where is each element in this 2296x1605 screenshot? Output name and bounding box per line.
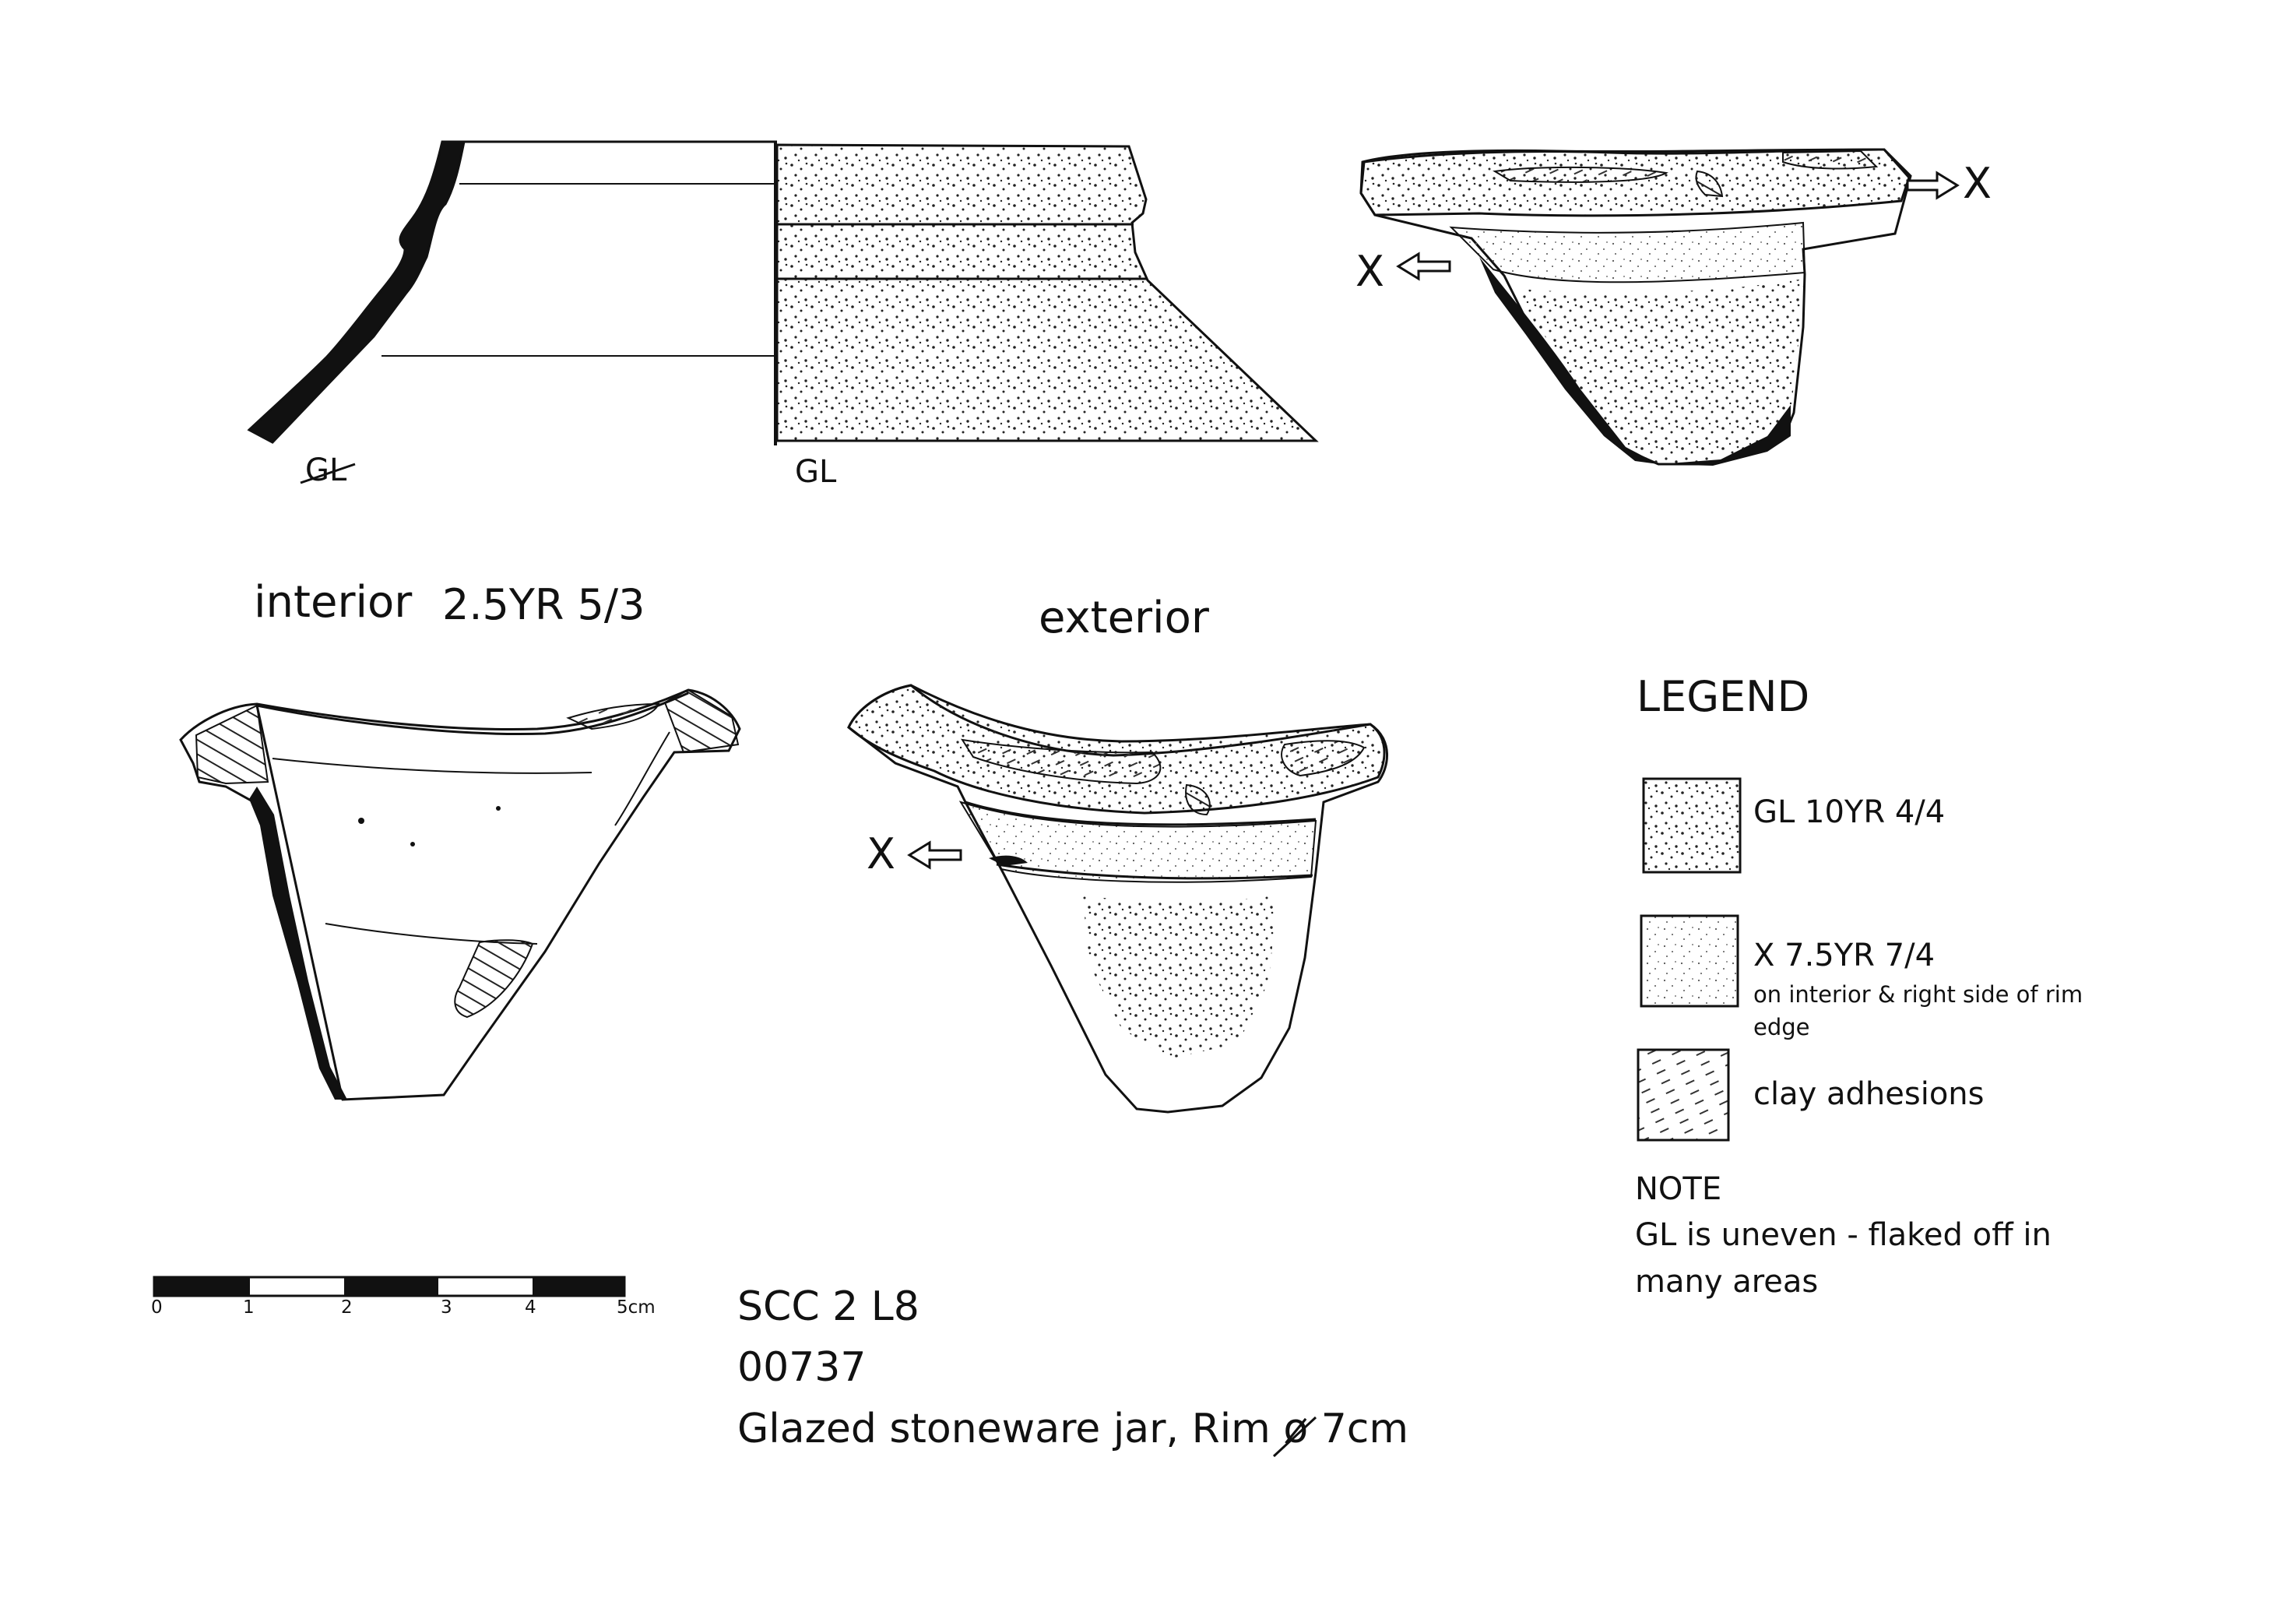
x-marker-top-left: X [1355,247,1384,296]
x-arrow-right [1906,171,1960,200]
scale-tick-4: 4 [525,1297,536,1318]
interior-munsell-color: 2.5YR 5/3 [442,580,645,629]
x-marker-exterior: X [867,829,895,878]
interior-label: interior [254,577,413,628]
legend-item-clay: clay adhesions [1753,1076,1985,1112]
scale-bar [153,1276,626,1297]
profile-exterior-half [775,143,1319,442]
scale-tick-1: 1 [243,1297,255,1318]
note-text: GL is uneven - flaked off in many areas [1635,1217,2052,1300]
legend-item-glaze: GL 10YR 4/4 [1753,794,1946,830]
note-title: NOTE [1635,1171,1722,1207]
catalog-description: Glazed stoneware jar, Rim ø 7cm [737,1406,1408,1452]
scale-tick-0: 0 [151,1297,163,1318]
gl-strike [300,463,356,484]
diameter-symbol: ø [1283,1406,1309,1452]
x-arrow-left [1396,252,1451,281]
scale-tick-5: 5cm [617,1297,656,1318]
exterior-label: exterior [1039,593,1209,643]
profile-wall [247,140,466,444]
legend-title: LEGEND [1637,672,1810,721]
legend-swatches [1637,777,1742,1142]
legend-swatch-clay [1637,1048,1730,1142]
profile-section [247,140,1319,445]
sherd-interior-view [179,688,741,1101]
catalog-description-prefix: Glazed stoneware jar, Rim [737,1406,1271,1452]
legend-swatch-glaze [1642,777,1742,874]
x-marker-top-right: X [1963,159,1992,208]
legend-item-x-note: on interior & right side of rim edge [1753,981,2083,1041]
legend-swatch-x [1640,914,1739,1008]
legend-item-x: X 7.5YR 7/4 [1753,938,1936,973]
glaze-label-profile-right: GL [795,454,837,490]
sherd-exterior-view [847,684,1388,1114]
x-arrow-exterior [907,840,962,870]
catalog-number: 00737 [737,1344,867,1391]
diameter-slash [1272,1416,1317,1458]
sherd-top-view [1359,148,1912,466]
catalog-context: SCC 2 L8 [737,1283,919,1330]
scale-tick-3: 3 [441,1297,452,1318]
catalog-description-suffix: 7cm [1308,1406,1409,1452]
glaze-label-profile-left: GL [305,452,347,488]
scale-tick-2: 2 [341,1297,353,1318]
